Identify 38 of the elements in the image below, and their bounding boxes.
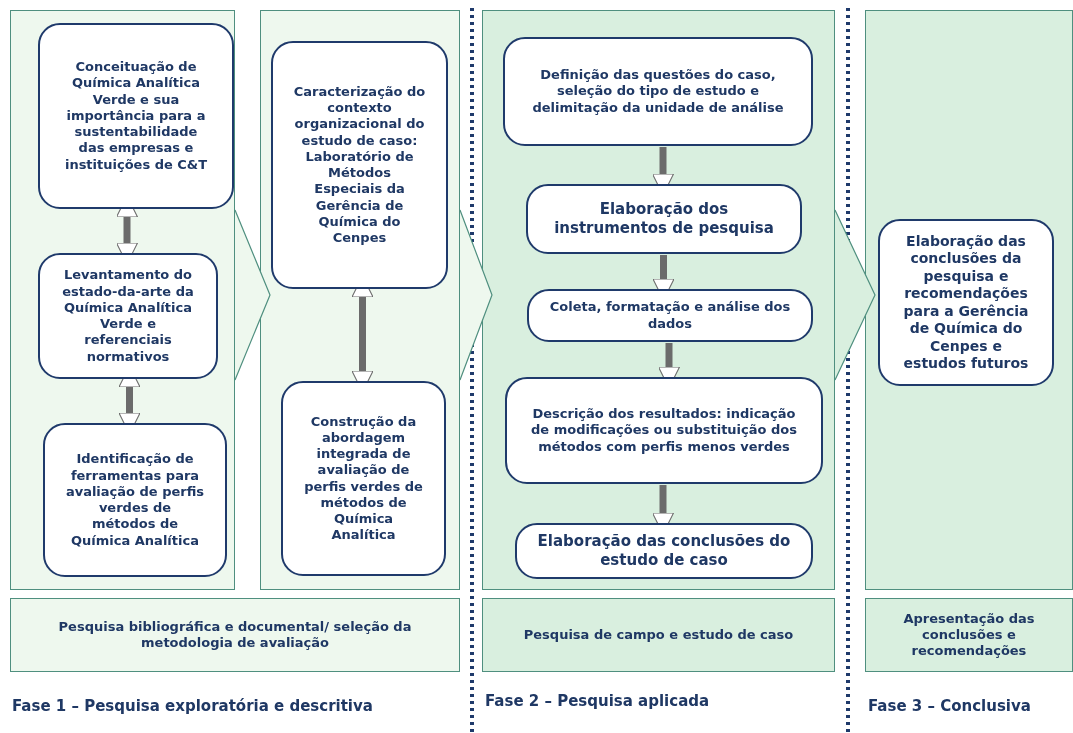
process-box [515,523,813,579]
box-label: Descrição dos resultados: indicação de modificações ou substituição dos métodos com perfis menos verdes [530,406,798,455]
box-label: Coleta, formatação e análise dos dados [549,299,791,332]
process-box [43,423,227,577]
chevron-arrow [834,209,876,381]
box-label: Elaboração das conclusões do estudo de caso [537,532,791,570]
chevron-arrow [459,209,493,381]
box-label: Pesquisa bibliográfica e documental/ seleção da metodologia de avaliação [57,618,413,652]
box-label: Definição das questões do caso, seleção do tipo de estudo e delimitação da unidade de análise [531,67,785,116]
phase-title: Fase 1 – Pesquisa exploratória e descritiva [12,696,373,717]
box-label: Levantamento do estado-da-arte da Química Analítica Verde e referenciais normativos [61,267,195,365]
phase-panel [482,10,835,590]
process-box [38,23,234,209]
phase-band [10,598,460,672]
phase-band [865,598,1073,672]
process-box [878,219,1054,386]
process-box [527,289,813,342]
box-label: Conceituação de Química Analítica Verde e sua importância para a sustentabilidade das empresas e instituições de C&T [63,59,209,173]
box-label: Caracterização do contexto organizacional do estudo de caso: Laboratório de Métodos Especiais da Gerência de Química do Cenpes [293,83,426,247]
box-label: Apresentação das conclusões e recomendações [902,610,1036,660]
box-label: Identificação de ferramentas para avaliação de perfis verdes de métodos de Química Analítica [65,451,205,549]
process-box [281,381,446,576]
chevron-arrow [234,209,271,381]
phase-panel [865,10,1073,590]
phase-title: Fase 3 – Conclusiva [868,696,1031,717]
process-box [505,377,823,484]
phase-band [482,598,835,672]
process-box [526,184,802,254]
box-label: Elaboração das conclusões da pesquisa e recomendações para a Gerência de Química do Cenpes e estudos futuros [902,232,1030,373]
phase-panel [260,10,460,590]
process-box [38,253,218,379]
phase-title: Fase 2 – Pesquisa aplicada [485,691,710,712]
box-label: Elaboração dos instrumentos de pesquisa [553,200,775,238]
box-label: Construção da abordagem integrada de avaliação de perfis verdes de métodos de Química Analítica [303,413,424,544]
process-box [503,37,813,146]
box-label: Pesquisa de campo e estudo de caso [523,626,794,644]
phase-panel [10,10,235,590]
process-box [271,41,448,289]
